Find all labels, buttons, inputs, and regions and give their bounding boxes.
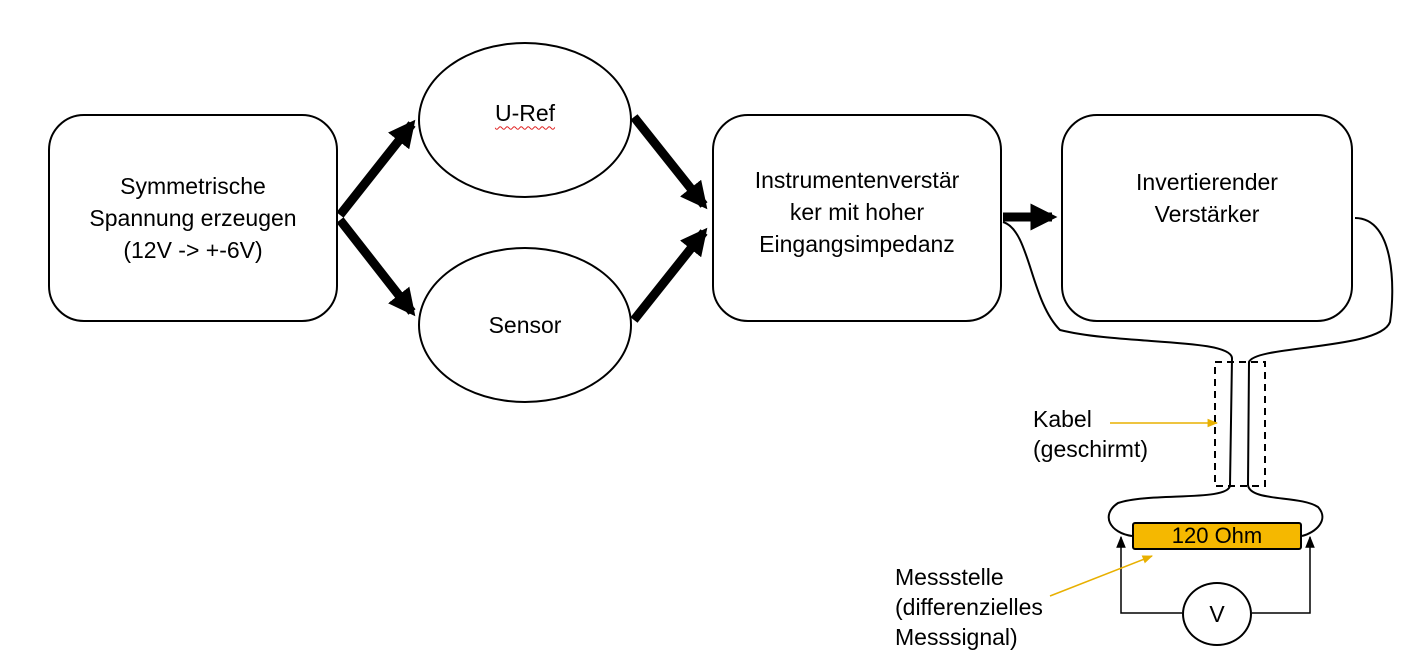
cable-shield (1214, 361, 1266, 487)
node-u-ref: U-Ref (418, 42, 632, 198)
node-sensor: Sensor (418, 247, 632, 403)
label-text-line: Messstelle (895, 564, 1004, 590)
arrow-sensor-to-instrument-amp (630, 227, 708, 323)
arrow-supply-to-sensor (336, 217, 416, 317)
label-measurement-point: Messstelle (differenzielles Messsignal) (895, 562, 1043, 652)
annotation-arrow-measurement (1049, 555, 1153, 597)
resistor-label: 120 Ohm (1171, 523, 1263, 548)
node-label: U-Ref (494, 99, 556, 126)
label-cable: Kabel (geschirmt) (1033, 404, 1148, 464)
node-label: Sensor (488, 311, 562, 338)
probe-line-right (1252, 535, 1315, 614)
node-inverting-amplifier: Invertierender Verstärker (1061, 114, 1353, 322)
node-instrumentation-amplifier: Instrumentenverstär ker mit hoher Eingan… (712, 114, 1002, 322)
label-text-line: Messsignal) (895, 624, 1018, 650)
label-text-line: Kabel (1033, 406, 1092, 432)
arrow-supply-to-uref (336, 119, 416, 218)
node-text-line: Invertierender (1136, 169, 1278, 195)
node-text-line: Instrumentenverstär (754, 167, 960, 193)
node-text-line: (12V -> +-6V) (123, 237, 263, 263)
node-text-line: Symmetrische (120, 173, 266, 199)
voltmeter: V (1182, 582, 1252, 646)
voltmeter-label: V (1209, 600, 1225, 627)
node-text-line: Eingangsimpedanz (759, 231, 955, 257)
node-text-line: ker mit hoher (789, 199, 925, 225)
cable-wire-left (1002, 221, 1234, 537)
node-text-line: Spannung erzeugen (89, 205, 297, 231)
node-text-line: Verstärker (1154, 201, 1260, 227)
label-text-line: (differenzielles (895, 594, 1043, 620)
resistor-120-ohm: 120 Ohm (1132, 522, 1302, 550)
cable-wire-right (1246, 217, 1394, 537)
probe-line-left (1116, 535, 1182, 614)
arrow-uref-to-instrument-amp (630, 114, 708, 210)
label-text-line: (geschirmt) (1033, 436, 1149, 462)
node-symmetric-supply: Symmetrische Spannung erzeugen (12V -> +… (48, 114, 338, 322)
